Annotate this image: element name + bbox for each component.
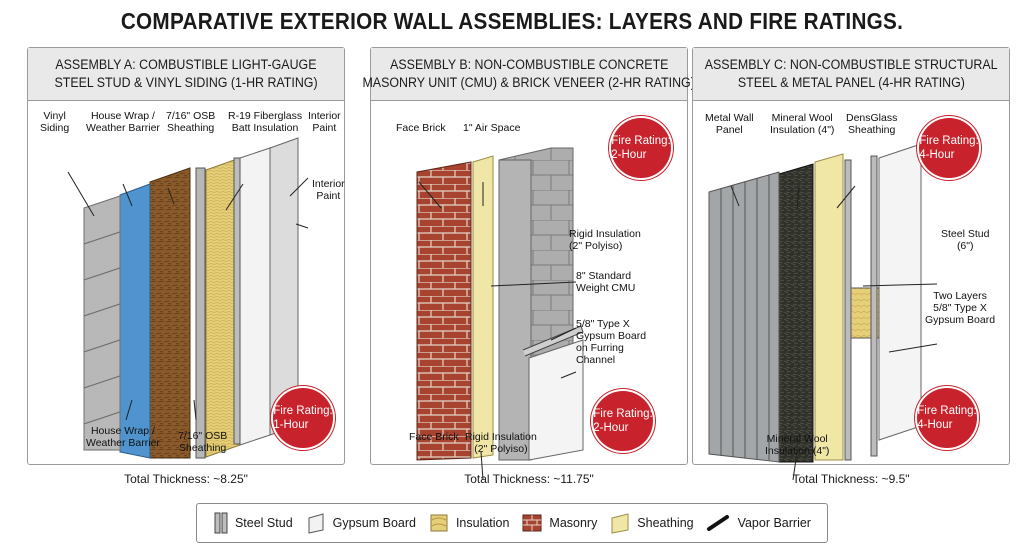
- label-house-wrap-top: House Wrap /Weather Barrier: [86, 110, 160, 134]
- assembly-a-heading-line1: ASSEMBLY A: COMBUSTIBLE LIGHT-GAUGE: [55, 57, 317, 72]
- total-thickness-b: Total Thickness: ~11.75": [464, 472, 594, 486]
- densglass-sheathing-layer: [814, 153, 844, 461]
- house-wrap-layer: [119, 183, 151, 459]
- assembly-c-heading: ASSEMBLY C: NON-COMBUSTIBLE STRUCTURAL S…: [693, 48, 1009, 101]
- osb-sheathing-layer: [149, 167, 191, 459]
- label-steel-stud: Steel Stud(6"): [941, 228, 990, 252]
- label-air-space: 1" Air Space: [463, 122, 521, 134]
- face-brick-layer: [416, 161, 472, 461]
- assembly-a-heading: ASSEMBLY A: COMBUSTIBLE LIGHT-GAUGE STEE…: [28, 48, 344, 101]
- gypsum-board-layer-c: [878, 143, 922, 441]
- sheathing-icon: [611, 513, 629, 534]
- fire-rating-badge-c-top: Fire Rating:4-Hour: [919, 118, 979, 178]
- fire-rating-badge-b-bottom: Fire Rating:2-Hour: [593, 391, 653, 451]
- assembly-b-heading-line1: ASSEMBLY B: NON-COMBUSTIBLE CONCRETE: [389, 57, 669, 72]
- assembly-b-heading: ASSEMBLY B: NON-COMBUSTIBLE CONCRETE MAS…: [363, 48, 695, 101]
- fire-rating-badge-a: Fire Rating:1-Hour: [273, 388, 333, 448]
- legend-label-steel-stud: Steel Stud: [234, 516, 293, 530]
- legend-item-steel-stud: Steel Stud: [213, 512, 293, 534]
- label-face-brick-top: Face Brick: [396, 122, 446, 134]
- legend-item-vapor-barrier: Vapor Barrier: [706, 512, 811, 534]
- steel-stud-icon: [214, 512, 228, 534]
- gypsum-board-icon: [308, 513, 324, 534]
- rigid-insulation-layer: [472, 155, 494, 459]
- label-house-wrap-bottom: House Wrap /Weather Barrier: [86, 425, 160, 449]
- insulation-icon: [430, 514, 448, 532]
- legend-item-gypsum-board: Gypsum Board: [305, 512, 416, 534]
- assembly-a-illustration: [67, 137, 309, 459]
- gypsum-board-layer-b: [528, 339, 584, 461]
- legend-item-sheathing: Sheathing: [609, 512, 694, 534]
- total-thickness-a: Total Thickness: ~8.25": [124, 472, 248, 486]
- cmu-layer: [498, 159, 532, 461]
- assembly-c-illustration: [708, 143, 938, 481]
- label-rigid-insulation-bottom: Rigid Insulation(2" Polyiso): [465, 431, 537, 455]
- assembly-c-panel: ASSEMBLY C: NON-COMBUSTIBLE STRUCTURAL S…: [692, 47, 1010, 481]
- masonry-icon: [522, 514, 542, 532]
- legend-label-vapor-barrier: Vapor Barrier: [737, 516, 811, 530]
- legend-label-insulation: Insulation: [455, 516, 510, 530]
- metal-wall-panel-layer: [708, 171, 780, 463]
- fire-rating-badge-c-bottom: Fire Rating:4-Hour: [917, 388, 977, 448]
- legend-item-insulation: Insulation: [428, 512, 510, 534]
- legend-label-gypsum-board: Gypsum Board: [332, 516, 416, 530]
- steel-stud-2: [233, 157, 241, 445]
- assembly-b-illustration: [416, 147, 584, 481]
- label-face-brick-bottom: Face Brick: [409, 431, 459, 443]
- batt-insulation-layer: [205, 157, 241, 458]
- legend-item-masonry: Masonry: [521, 512, 597, 534]
- vinyl-siding-layer: [83, 195, 121, 451]
- vapor-barrier-icon: [706, 515, 729, 531]
- assembly-c-heading-line2: STEEL & METAL PANEL (4-HR RATING): [737, 75, 965, 90]
- legend: Steel Stud Gypsum Board Insulation Mason…: [196, 503, 828, 543]
- legend-label-masonry: Masonry: [549, 516, 598, 530]
- fire-rating-badge-b-top: Fire Rating:2-Hour: [611, 118, 671, 178]
- assembly-b-heading-line2: MASONRY UNIT (CMU) & BRICK VENEER (2-HR …: [362, 75, 696, 90]
- legend-label-sheathing: Sheathing: [637, 516, 694, 530]
- furring-channel: [522, 325, 584, 357]
- label-rigid-insulation-right: Rigid Insulation(2" Polyiso): [569, 228, 641, 252]
- mineral-wool-layer: [778, 163, 814, 463]
- assembly-a-panel: ASSEMBLY A: COMBUSTIBLE LIGHT-GAUGE STEE…: [27, 47, 345, 465]
- assembly-a-heading-line2: STEEL STUD & VINYL SIDING (1-HR RATING): [54, 75, 318, 90]
- total-thickness-c: Total Thickness: ~9.5": [792, 472, 910, 486]
- steel-stud-1: [195, 167, 206, 459]
- assembly-b-panel: ASSEMBLY B: NON-COMBUSTIBLE CONCRETE MAS…: [363, 47, 695, 481]
- assembly-c-heading-line1: ASSEMBLY C: NON-COMBUSTIBLE STRUCTURAL: [704, 57, 998, 72]
- page-title: COMPARATIVE EXTERIOR WALL ASSEMBLIES: LA…: [120, 8, 904, 34]
